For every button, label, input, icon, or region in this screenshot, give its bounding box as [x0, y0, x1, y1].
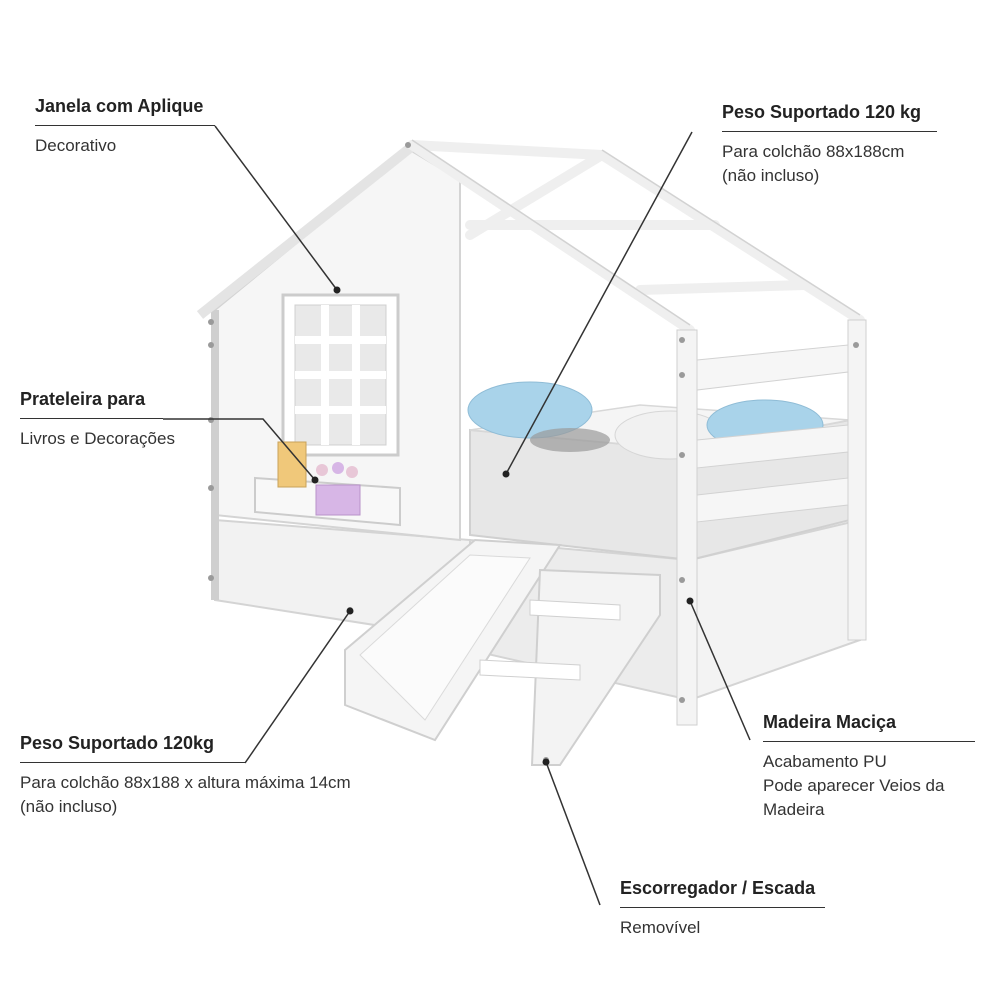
callout-line: Removível: [620, 918, 701, 937]
callout-title: Janela com Aplique: [35, 96, 204, 116]
callout-line: Para colchão 88x188 x altura máxima 14cm: [20, 773, 351, 792]
callout-title: Escorregador / Escada: [620, 878, 816, 898]
slide: [344, 538, 562, 742]
callout-desc: Para colchão 88x188 x altura máxima 14cm…: [20, 771, 351, 819]
callout-line: Madeira: [763, 800, 825, 819]
callout-title: Peso Suportado 120 kg: [722, 102, 922, 122]
callout-weight-drawer: Peso Suportado 120kg Para colchão 88x188…: [20, 733, 351, 819]
callout-rule: [20, 762, 245, 763]
roof-frame-outline: [411, 139, 861, 326]
callout-rule: [763, 741, 975, 742]
callout-line: (não incluso): [722, 166, 820, 185]
bookshelf: [254, 441, 401, 527]
callout-line: Decorativo: [35, 136, 117, 155]
callout-title: Peso Suportado 120kg: [20, 733, 215, 753]
callout-desc: Acabamento PU Pode aparecer Veios da Mad…: [763, 750, 975, 822]
callout-desc: Para colchão 88x188cm (não incluso): [722, 140, 937, 188]
ladder: [479, 568, 661, 766]
roof-frame: [407, 140, 865, 335]
callout-rule: [722, 131, 937, 132]
callout-slide: Escorregador / Escada Removível: [620, 878, 825, 940]
window-applique: [281, 293, 400, 457]
callout-desc: Removível: [620, 916, 825, 940]
leader-dots: [311, 286, 694, 766]
callout-rule: [620, 907, 825, 908]
callout-desc: Decorativo: [35, 134, 215, 158]
callout-line: Livros e Decorações: [20, 429, 175, 448]
callout-title: Madeira Maciça: [763, 712, 897, 732]
callout-window: Janela com Aplique Decorativo: [35, 96, 215, 158]
callout-shelf: Prateleira para Livros e Decorações: [20, 389, 175, 451]
screw-dots: [208, 142, 859, 763]
callout-title: Prateleira para: [20, 389, 146, 409]
callout-weight-top: Peso Suportado 120 kg Para colchão 88x18…: [722, 102, 937, 188]
callout-wood: Madeira Maciça Acabamento PU Pode aparec…: [763, 712, 975, 822]
callout-desc: Livros e Decorações: [20, 427, 175, 451]
callout-line: Pode aparecer Veios da: [763, 776, 945, 795]
callout-line: (não incluso): [20, 797, 118, 816]
callout-rule: [35, 125, 215, 126]
callout-line: Para colchão 88x188cm: [722, 142, 905, 161]
callout-rule: [20, 418, 163, 419]
callout-line: Acabamento PU: [763, 752, 887, 771]
front-posts: [676, 319, 867, 726]
leader-lines: [163, 125, 751, 906]
